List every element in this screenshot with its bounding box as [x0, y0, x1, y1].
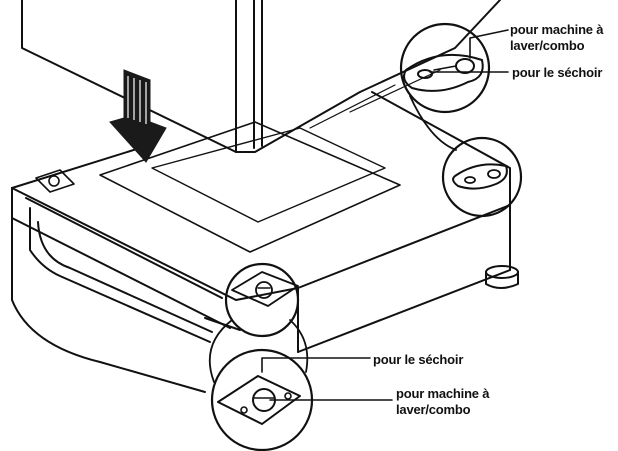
label-washer-top-line2: laver/combo [510, 38, 585, 53]
zoom-circle-right [441, 136, 523, 218]
label-washer-top-line1: pour machine à [510, 22, 604, 37]
label-dryer-top: pour le séchoir [512, 65, 602, 80]
zoom-circle-top-right [399, 22, 491, 114]
zoom-circle-corner [224, 262, 300, 338]
pedestal-foot [485, 265, 519, 289]
pedestal-body [11, 187, 511, 393]
corner-plate-front [231, 271, 299, 307]
appliance-outline [21, 0, 501, 153]
corner-plate-left [35, 169, 75, 193]
label-washer-bottom-line1: pour machine à [396, 386, 490, 401]
zoom-connectors [208, 95, 457, 383]
leader-lines [261, 29, 509, 401]
label-dryer-bottom: pour le séchoir [373, 352, 463, 367]
label-washer-bottom-line2: laver/combo [396, 402, 471, 417]
down-arrow-icon [109, 69, 167, 163]
